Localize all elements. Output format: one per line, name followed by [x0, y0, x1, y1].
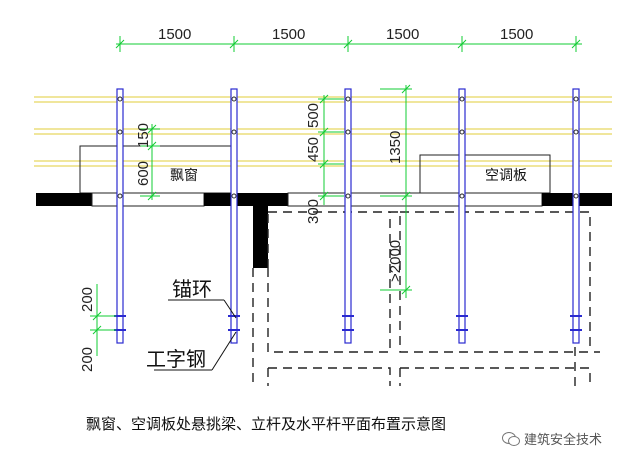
dim-150: 150: [135, 123, 152, 148]
top-dim-3: 1500: [386, 26, 419, 43]
callout-leaders: [154, 299, 237, 371]
watermark: 建筑安全技术: [502, 427, 638, 449]
dim-200-bottom: 200: [79, 347, 96, 372]
pole-2: [230, 88, 238, 344]
dim-2000: >2000: [387, 240, 404, 282]
pole-3: [344, 88, 352, 344]
pole-5: [572, 88, 580, 344]
dim-1350: 1350: [387, 131, 404, 164]
wechat-icon: [502, 431, 520, 446]
anchor-ring-label: 锚环: [172, 277, 212, 301]
dim-300: 300: [305, 199, 322, 224]
vertical-dimension-middle: [318, 94, 344, 205]
top-dim-2: 1500: [272, 26, 305, 43]
vertical-dimension-bottom-left: [90, 284, 116, 356]
dim-600: 600: [135, 161, 152, 186]
top-dimension-line: [115, 36, 582, 52]
horizontal-bars: [34, 96, 612, 167]
pole-markers: [117, 96, 579, 199]
dim-500: 500: [305, 103, 322, 128]
top-dim-1: 1500: [158, 26, 191, 43]
dashed-beam-outlines: [252, 211, 600, 386]
bay-window-label: 飘窗: [170, 167, 198, 184]
vertical-dimension-right: [380, 84, 412, 298]
vertical-dimension-left: [140, 124, 160, 201]
bay-window-outline: [79, 145, 233, 194]
i-beam-label: 工字钢: [146, 347, 206, 371]
ac-board-label: 空调板: [485, 168, 527, 184]
top-dim-4: 1500: [500, 26, 533, 43]
watermark-text: 建筑安全技术: [524, 432, 603, 448]
dim-450: 450: [305, 137, 322, 162]
pole-1: [116, 88, 124, 344]
figure-caption: 飘窗、空调板处悬挑梁、立杆及水平杆平面布置示意图: [86, 415, 447, 433]
vertical-poles: [116, 88, 580, 344]
pole-4: [458, 88, 466, 344]
dim-200-top: 200: [79, 287, 96, 312]
